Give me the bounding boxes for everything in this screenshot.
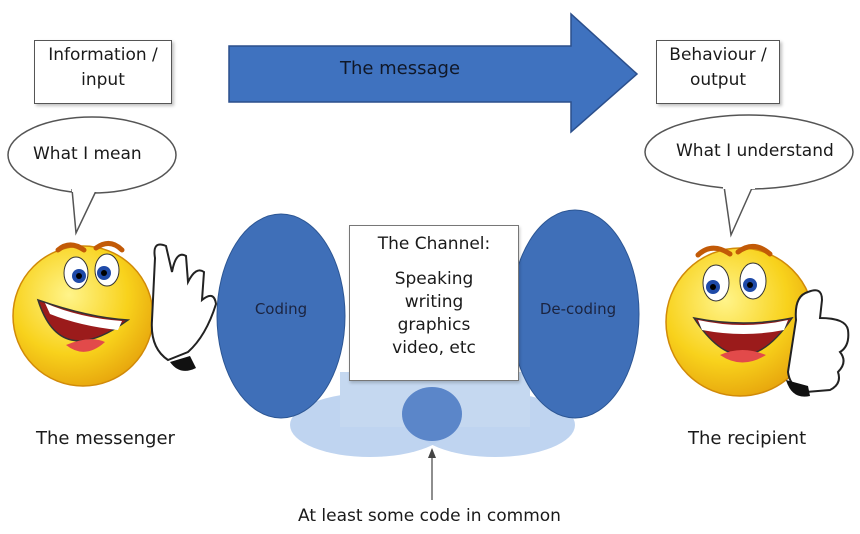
channel-item: video, etc [392,338,476,358]
messenger-speech-text: What I mean [33,144,142,164]
behaviour-box-line2: output [689,70,747,90]
behaviour-output-box: Behaviour / output [656,40,780,104]
recipient-smiley-icon [665,244,850,397]
common-code-overlap [290,372,575,457]
channel-item: graphics [397,315,471,335]
recipient-speech-text: What I understand [676,141,834,161]
common-code-pointer [428,448,436,500]
info-box-line1: Information / [48,45,158,65]
coding-label: Coding [254,300,308,318]
speech-bubble-right [644,114,854,238]
channel-item: writing [404,292,464,312]
message-arrow-icon [228,12,639,134]
information-input-box: Information / input [34,40,172,104]
common-code-caption: At least some code in common [298,506,561,526]
messenger-caption: The messenger [36,428,175,449]
channel-item: Speaking [394,269,474,289]
speech-bubble-left [7,116,177,236]
channel-item-list: Speaking writing graphics video, etc [350,268,518,360]
behaviour-box-line1: Behaviour / [669,45,767,65]
info-box-line2: input [81,70,125,90]
messenger-smiley-icon [12,241,218,387]
channel-box: The Channel: Speaking writing graphics v… [349,225,519,381]
recipient-caption: The recipient [688,428,807,449]
message-label: The message [339,58,461,79]
decoding-label: De-coding [539,300,617,318]
coding-oval [216,213,346,419]
channel-title: The Channel: [377,234,491,254]
